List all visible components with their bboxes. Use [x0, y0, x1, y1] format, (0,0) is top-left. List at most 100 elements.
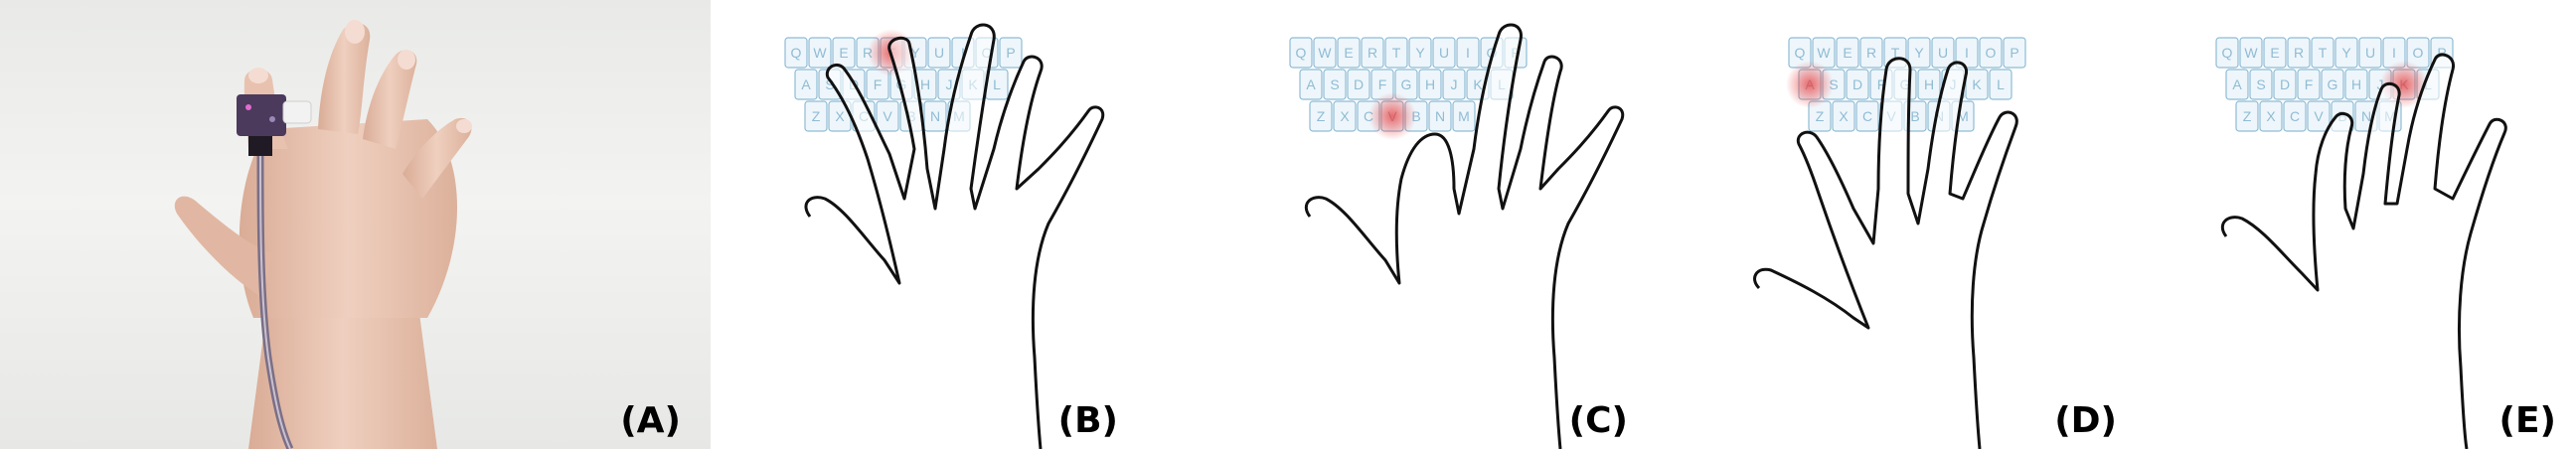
panel-label-c: (C) [1568, 400, 1628, 441]
hand-outline [1304, 23, 1625, 449]
panel-label-a: (A) [620, 400, 681, 441]
key [2259, 100, 2283, 132]
key-label: J [1451, 76, 1458, 92]
key-label: Z [1816, 108, 1825, 124]
key-label: E [839, 45, 848, 61]
key-label: E [1843, 45, 1852, 61]
hand-outline [1753, 57, 2018, 449]
key-label: T [2319, 45, 2328, 61]
key-label: P [2437, 45, 2446, 61]
key-label: X [1839, 108, 1849, 124]
panel-e: QWERTYUIOPASDFGHJKLZXCVBNM (E) [2186, 0, 2576, 449]
ring-sensor [237, 94, 286, 136]
key [927, 37, 951, 69]
key [1846, 69, 1869, 100]
key-label: C [1862, 108, 1872, 124]
key [2225, 69, 2249, 100]
key [2283, 100, 2307, 132]
sensor-connector [248, 136, 272, 156]
key-label: Z [812, 108, 821, 124]
hand-sketch-e: QWERTYUIOPASDFGHJKLZXCVBNM [2215, 37, 2507, 449]
key-label: I [2392, 45, 2396, 61]
key [2263, 37, 2287, 69]
key [1432, 37, 1456, 69]
key-label: U [1938, 45, 1948, 61]
key-label: D [2280, 76, 2290, 92]
key-label: G [1401, 76, 1412, 92]
key [1917, 69, 1941, 100]
key-label: S [825, 76, 834, 92]
panel-label-e: (E) [2498, 400, 2557, 441]
key [2307, 100, 2331, 132]
key-label: M [1458, 108, 1470, 124]
key [1979, 37, 2003, 69]
key [1855, 100, 1879, 132]
thumb [174, 196, 273, 298]
panel-a: (A) [0, 0, 711, 449]
index-nail [248, 68, 268, 83]
key-label: K [1473, 76, 1483, 92]
key [1323, 69, 1347, 100]
key [1907, 37, 1931, 69]
key [1989, 69, 2012, 100]
key [1309, 100, 1333, 132]
key [923, 100, 947, 132]
key [876, 100, 899, 132]
key-label: H [1425, 76, 1435, 92]
key [1313, 37, 1337, 69]
key-label: F [1877, 76, 1886, 92]
key [1289, 37, 1313, 69]
key-label: E [1344, 45, 1353, 61]
key-label: R [1866, 45, 1876, 61]
key-label: K [1972, 76, 1982, 92]
key-label: W [2244, 45, 2258, 61]
key-label: Y [1914, 45, 1924, 61]
key [2003, 37, 2026, 69]
key-label: W [1817, 45, 1831, 61]
key-label: N [1435, 108, 1445, 124]
key-label: Y [910, 45, 920, 61]
key-label: Q [791, 45, 802, 61]
key-label: R [2294, 45, 2304, 61]
active-key-highlight [1786, 61, 1834, 108]
key [1456, 37, 1480, 69]
key [1384, 37, 1408, 69]
key-label: F [2305, 76, 2314, 92]
key [1836, 37, 1859, 69]
middle-nail [345, 20, 365, 44]
key [2297, 69, 2321, 100]
ring-finger [363, 50, 417, 150]
hand-sketch-c: QWERTYUIOPASDFGHJKLZXCVBNM [1289, 23, 1625, 449]
key-label: X [835, 108, 845, 124]
key-label: A [801, 76, 811, 92]
key-label: F [1378, 76, 1387, 92]
key-label: F [874, 76, 883, 92]
key-label: B [1910, 108, 1919, 124]
key-label: V [2314, 108, 2324, 124]
key [1859, 37, 1883, 69]
key-label: L [993, 76, 1001, 92]
key [2287, 37, 2311, 69]
key [1347, 69, 1370, 100]
panel-d: QWERTYUIOPASDFGHJKLZXCVBNM (D) [1719, 0, 2137, 449]
key-label: O [1986, 45, 1997, 61]
key-label: Z [2243, 108, 2252, 124]
hand-photo [174, 20, 472, 449]
key-label: V [883, 108, 892, 124]
pinky-finger [402, 117, 472, 199]
key-label: M [1957, 108, 1969, 124]
key-label: W [1318, 45, 1332, 61]
key-label: L [1997, 76, 2005, 92]
pinky-nail [456, 119, 472, 133]
arm [248, 298, 437, 449]
key-label: Q [1296, 45, 1307, 61]
hand-sketch-d: QWERTYUIOPASDFGHJKLZXCVBNM [1753, 37, 2026, 449]
key-label: S [1330, 76, 1339, 92]
key [2358, 37, 2382, 69]
key-label: S [2256, 76, 2265, 92]
key-label: U [1439, 45, 1449, 61]
key [1442, 69, 1466, 100]
key [1452, 100, 1476, 132]
key [794, 69, 818, 100]
key-label: J [946, 76, 953, 92]
